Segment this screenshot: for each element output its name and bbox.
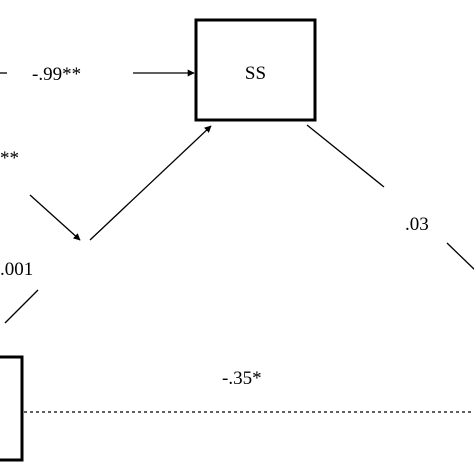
middle-coefficient: .001 — [0, 259, 33, 280]
top-left-coefficient: -.99** — [32, 64, 81, 85]
mid-to-ss-arrow — [89, 125, 212, 241]
ss-node-label: SS — [245, 63, 266, 84]
left-diagonal-arrow — [29, 194, 81, 241]
ss-node-box — [194, 18, 317, 122]
bottom-coefficient: -.35* — [222, 368, 262, 389]
bottom-left-node-box — [0, 355, 24, 462]
ss-down-right-path — [306, 124, 385, 188]
right-coefficient: .03 — [405, 214, 429, 235]
bottom-left-up-path — [4, 289, 39, 324]
left-coefficient-fragment: ** — [0, 148, 19, 169]
right-lower-path — [446, 242, 474, 270]
